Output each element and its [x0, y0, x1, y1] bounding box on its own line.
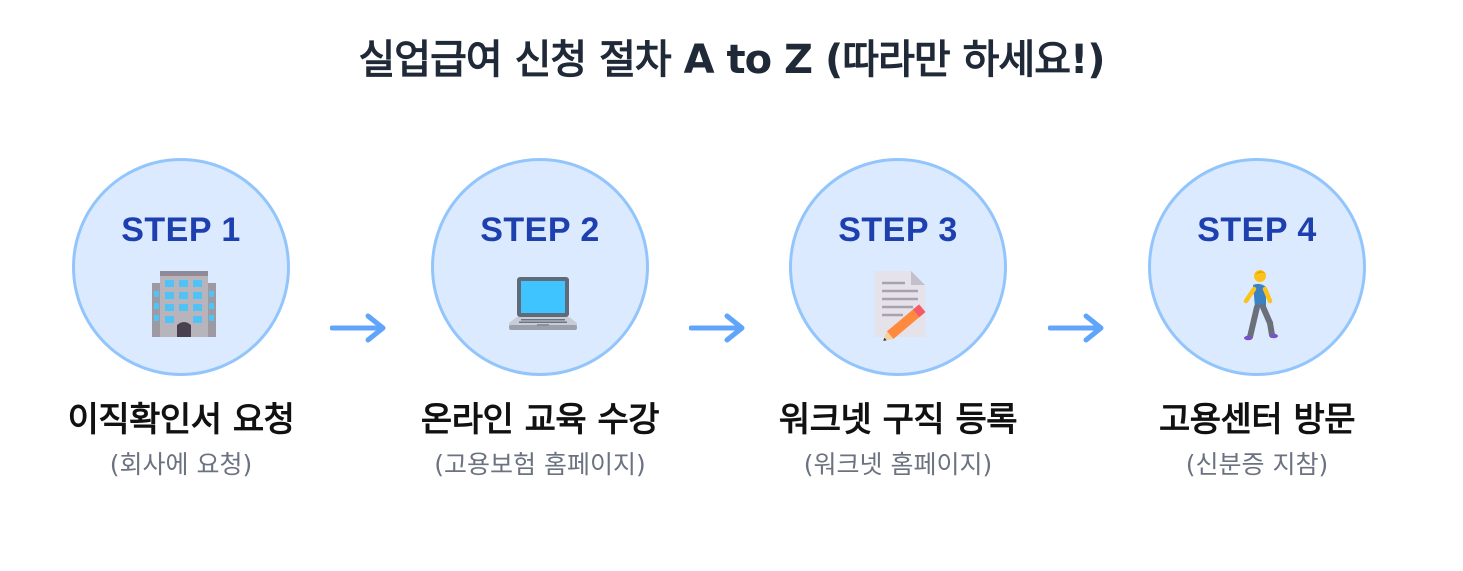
- step-subtitle: (워크넷 홈페이지): [803, 450, 993, 479]
- step-circle: STEP 1: [72, 158, 290, 376]
- step-3: STEP 3 워크넷 구직 등록 (워크넷 홈페이지): [778, 158, 1018, 482]
- step-subtitle: (고용보험 홈페이지): [434, 450, 646, 479]
- step-title: 고용센터 방문: [1158, 400, 1356, 440]
- step-1: STEP 1 이직확인서 요청 (회사에 요청): [61, 158, 301, 482]
- document-pencil-icon: [875, 271, 926, 341]
- step-label: STEP 1: [121, 211, 241, 249]
- step-label: STEP 3: [838, 211, 958, 249]
- walking-person-icon: [1243, 270, 1278, 341]
- step-circle: STEP 3: [789, 158, 1007, 376]
- arrow-right-icon: [330, 313, 386, 343]
- step-circle: STEP 2: [431, 158, 649, 376]
- step-title: 온라인 교육 수강: [420, 400, 660, 440]
- step-title: 워크넷 구직 등록: [778, 400, 1018, 440]
- arrow-right-icon: [1048, 313, 1104, 343]
- step-subtitle: (회사에 요청): [109, 450, 253, 479]
- laptop-icon: [509, 277, 577, 330]
- step-title: 이직확인서 요청: [67, 400, 295, 440]
- step-2: STEP 2 온라인 교육 수강 (고용보험 홈페이지): [420, 158, 660, 482]
- step-subtitle: (신분증 지참): [1185, 450, 1329, 479]
- step-circle: STEP 4: [1148, 158, 1366, 376]
- page-title: 실업급여 신청 절차 A to Z (따라만 하세요!): [358, 37, 1105, 83]
- office-building-icon: [152, 271, 216, 337]
- step-4: STEP 4 고용센터 방문 (신분증 지참): [1137, 158, 1377, 482]
- step-label: STEP 2: [480, 211, 600, 249]
- step-label: STEP 4: [1197, 211, 1317, 249]
- arrow-right-icon: [689, 313, 745, 343]
